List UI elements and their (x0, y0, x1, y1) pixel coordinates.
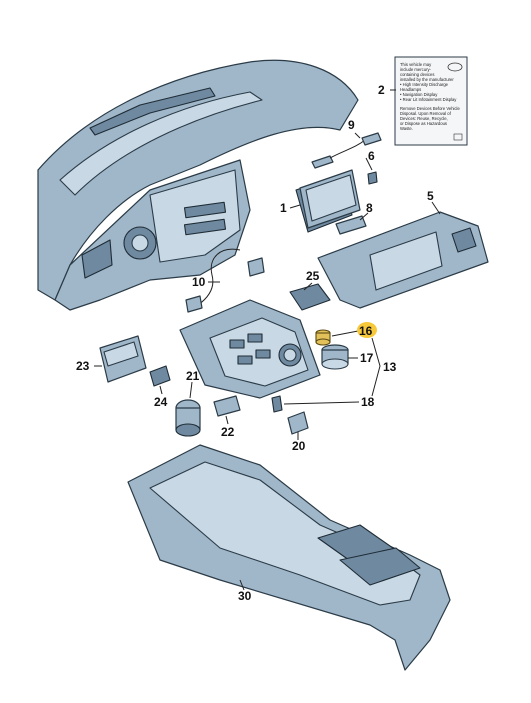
callout-25: 25 (306, 269, 320, 283)
warning-label-line: include mercury- (400, 67, 432, 72)
warning-label-line: • Rear Lit Infotainment Display (400, 97, 457, 102)
warning-label-line: This vehicle may (400, 62, 432, 67)
warning-label-line: • Navigation Display (400, 92, 438, 97)
warning-label-line: Devices: Reuse, Recycle, (400, 116, 448, 121)
trim-frame-part-5 (317, 211, 489, 309)
connector-part-24 (149, 365, 171, 387)
callout-22: 22 (221, 425, 235, 439)
warning-label-line: containing devices (400, 72, 434, 77)
warning-label-line: Disposal. Upon Removal of (400, 111, 452, 116)
clip-part-6 (367, 171, 378, 185)
cable-part-9 (311, 132, 382, 169)
warning-label-line: or Dispose as Hazardous (400, 121, 447, 126)
warning-label-line: Remove Devices Before Vehicle (400, 106, 460, 111)
callout-18: 18 (361, 395, 375, 409)
callout-20: 20 (292, 439, 306, 453)
cover-part-25 (289, 283, 331, 311)
callout-24: 24 (154, 395, 168, 409)
callout-8: 8 (366, 201, 373, 215)
callout-2: 2 (378, 83, 385, 97)
clip-part-18 (271, 395, 283, 413)
callout-9: 9 (348, 118, 355, 132)
callout-1: 1 (280, 201, 287, 215)
display-unit-part (295, 169, 361, 233)
warning-label-line: Waste. (400, 126, 413, 131)
spring-part-16 (315, 329, 331, 346)
callout-10: 10 (192, 275, 206, 289)
callout-5: 5 (427, 189, 434, 203)
knob-part-17 (321, 344, 349, 370)
leader-lines (94, 89, 441, 591)
callout-16-highlight: 16 (357, 322, 377, 338)
callout-30: 30 (238, 589, 252, 603)
callout-23: 23 (76, 359, 90, 373)
warning-label-line: Headlamps (400, 87, 421, 92)
console-panel-part-13 (179, 299, 321, 399)
center-console-part-30 (127, 444, 451, 671)
warning-label-line: installed by the manufacturer (400, 77, 454, 82)
switch-part-20 (287, 411, 309, 435)
callout-16: 16 (359, 324, 373, 338)
callout-13: 13 (383, 360, 397, 374)
warning-label-line: • High Intensity Discharge (400, 82, 449, 87)
warning-label-sticker: This vehicle may include mercury- contai… (394, 56, 468, 146)
callout-17: 17 (360, 351, 374, 365)
callout-21: 21 (186, 369, 200, 383)
dashboard-part (37, 59, 359, 311)
switch-part-22 (213, 395, 241, 417)
callout-6: 6 (368, 149, 375, 163)
start-button-part-21 (175, 399, 201, 437)
module-part-8 (335, 215, 367, 235)
cable-part-10 (185, 248, 265, 313)
switch-block-part-23 (99, 335, 147, 383)
